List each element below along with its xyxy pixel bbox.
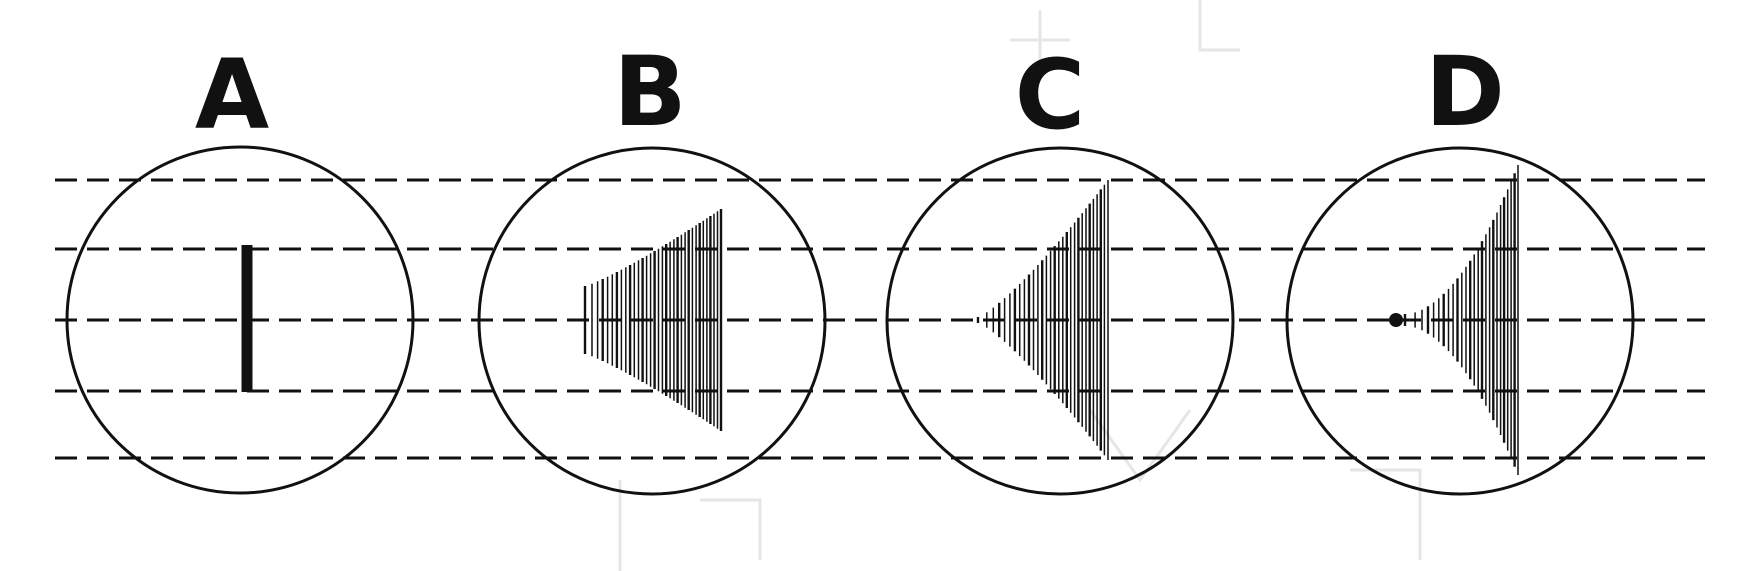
panel-d: D bbox=[1285, 36, 1635, 496]
panel-c: C bbox=[885, 39, 1235, 496]
panel-b: B bbox=[477, 36, 827, 496]
panel-a: A bbox=[65, 39, 415, 495]
panel-d-circle bbox=[1285, 146, 1635, 496]
panel-c-wedge bbox=[976, 180, 1109, 460]
panel-b-circle bbox=[477, 146, 827, 496]
panel-d-label: D bbox=[1425, 36, 1505, 148]
panel-d-wedge bbox=[1389, 165, 1519, 475]
reference-lines bbox=[55, 178, 1705, 460]
panel-b-label: B bbox=[613, 36, 686, 148]
panel-b-wedge bbox=[583, 209, 723, 431]
panel-a-label: A bbox=[195, 39, 269, 151]
panel-c-circle bbox=[885, 146, 1235, 496]
panel-a-circle bbox=[65, 145, 415, 495]
panel-c-label: C bbox=[1015, 39, 1085, 151]
